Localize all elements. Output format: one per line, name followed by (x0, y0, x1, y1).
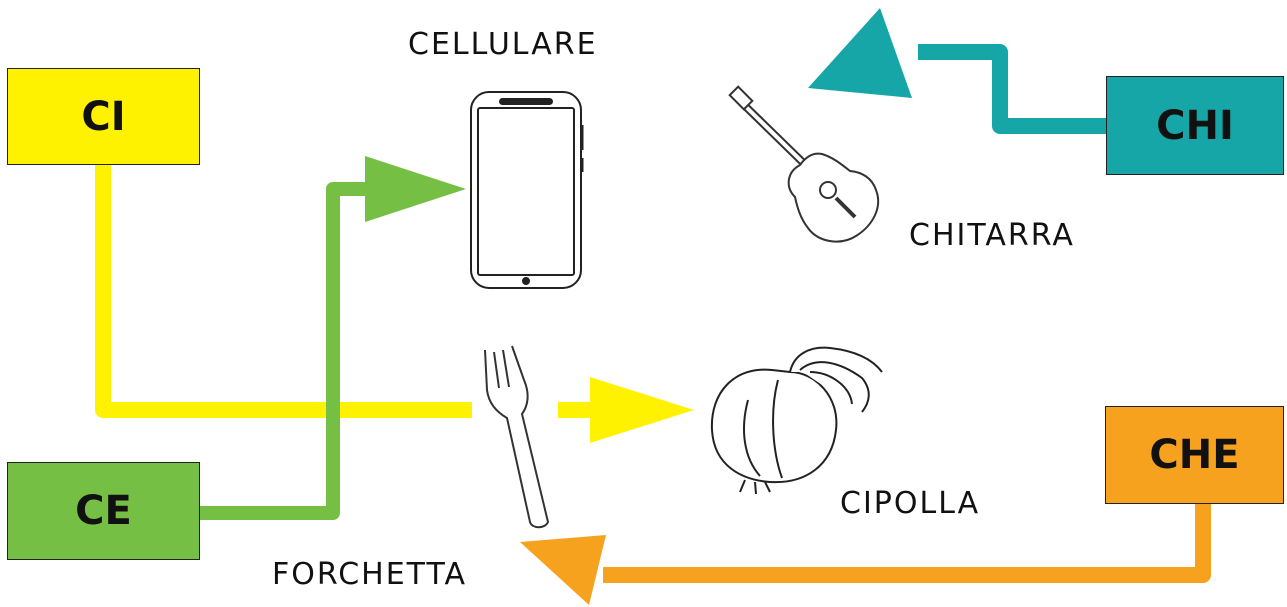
word-cipolla: CIPOLLA (840, 486, 980, 521)
fork-icon (485, 346, 548, 527)
word-forchetta: FORCHETTA (272, 557, 467, 592)
chi-arrowhead (808, 8, 912, 98)
ce-arrowhead (365, 156, 466, 222)
onion-icon (712, 348, 882, 494)
che-arrowhead (520, 535, 606, 605)
box-ci: CI (7, 68, 200, 165)
chi-connector (808, 8, 1108, 126)
box-ce-label: CE (75, 488, 132, 534)
ce-connector (198, 156, 466, 513)
word-cellulare: CELLULARE (408, 27, 598, 62)
box-che: CHE (1105, 406, 1284, 504)
phone-icon (471, 92, 582, 288)
box-che-label: CHE (1149, 432, 1239, 478)
guitar-icon (730, 87, 878, 242)
box-chi: CHI (1106, 76, 1284, 175)
box-ci-label: CI (81, 94, 125, 140)
ci-arrowhead (590, 377, 694, 443)
box-chi-label: CHI (1156, 103, 1234, 149)
word-chitarra: CHITARRA (909, 218, 1075, 253)
box-ce: CE (7, 462, 200, 560)
